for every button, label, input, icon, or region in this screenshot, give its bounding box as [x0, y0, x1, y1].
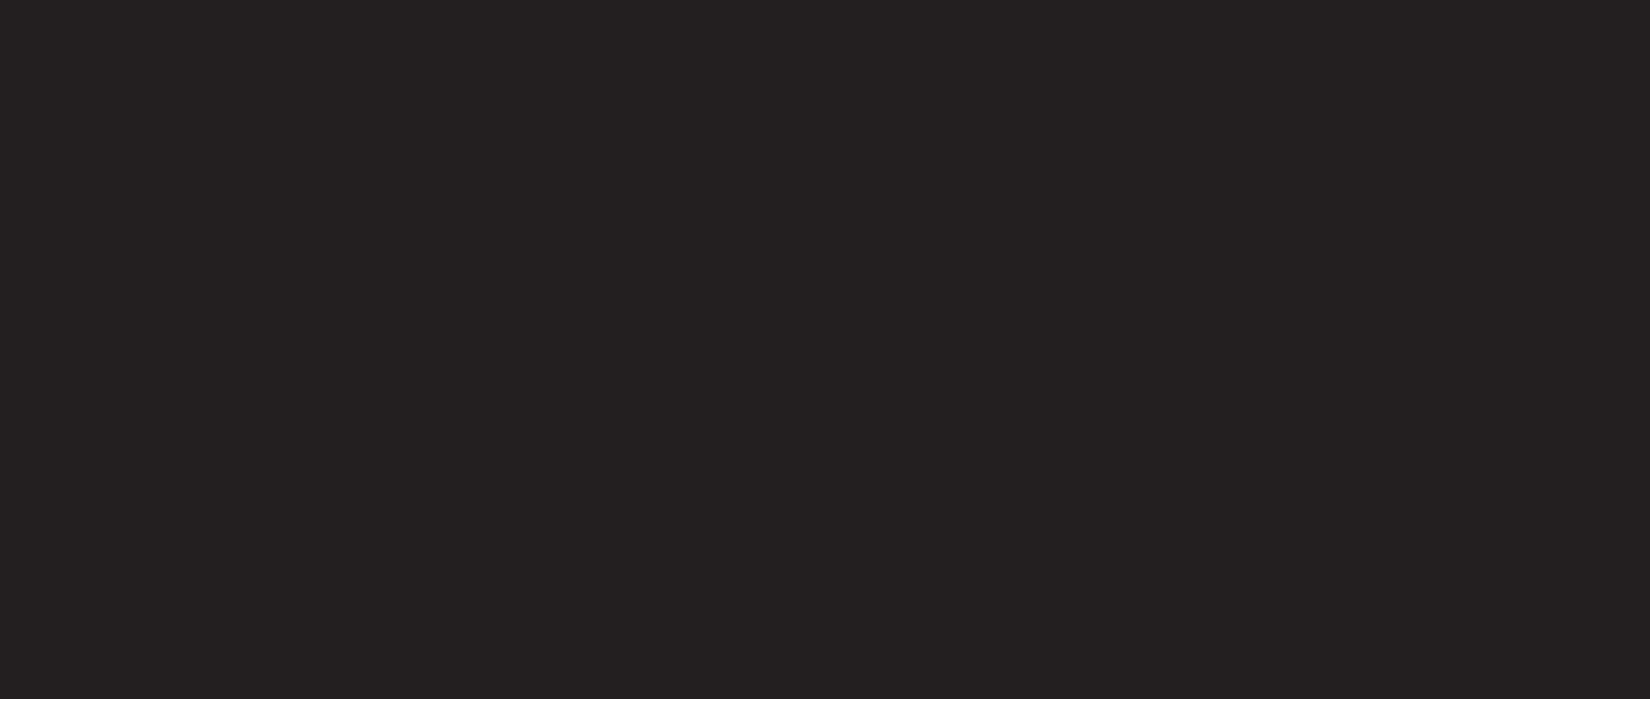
bottom-white-strip — [0, 699, 1650, 708]
